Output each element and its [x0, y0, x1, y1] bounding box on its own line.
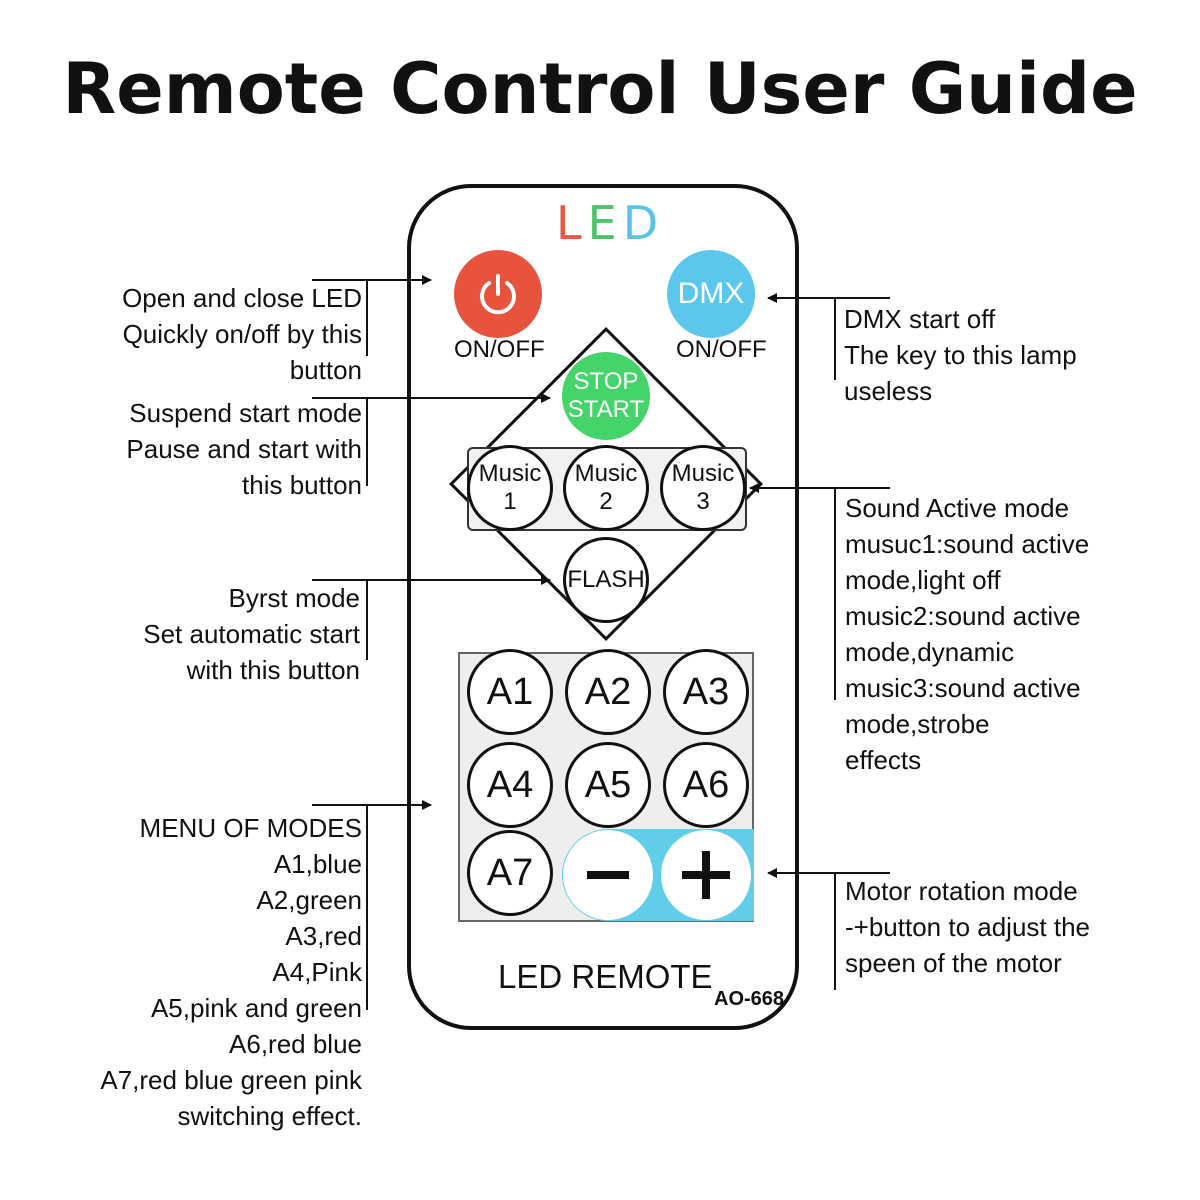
note-line: musuc1:sound active	[845, 529, 1090, 559]
note-line: A6,red blue	[229, 1029, 362, 1059]
mode-a3-button[interactable]: A3	[663, 649, 749, 735]
power-button[interactable]	[454, 250, 542, 338]
flash-button[interactable]: FLASH	[563, 537, 649, 623]
note-line: music3:sound active	[845, 673, 1081, 703]
stop-start-button[interactable]: STOP START	[562, 352, 650, 440]
logo-letter-e: E	[587, 196, 623, 250]
note-line: A7,red blue green pink	[100, 1065, 362, 1095]
note-line: A4,Pink	[272, 957, 362, 987]
mode-a5-button[interactable]: A5	[565, 742, 651, 828]
note-line: useless	[844, 376, 933, 406]
page-title: Remote Control User Guide	[62, 48, 1138, 130]
note-line: -+button to adjust the	[845, 912, 1091, 942]
stop-label: STOP	[573, 368, 639, 395]
note-line: Suspend start mode	[129, 398, 362, 428]
note-dmx: DMX start off The key to this lamp usele…	[844, 301, 1077, 409]
note-line: A3,red	[285, 921, 362, 951]
mode-a7-button[interactable]: A7	[467, 830, 553, 916]
music-1-button[interactable]: Music 1	[467, 445, 553, 531]
note-line: mode,dynamic	[845, 637, 1015, 667]
note-line: A1,blue	[273, 849, 362, 879]
logo-letter-d: D	[622, 196, 665, 250]
minus-button[interactable]	[563, 830, 653, 920]
note-menu-of-modes: MENU OF MODES A1,blue A2,green A3,red A4…	[100, 810, 362, 1134]
note-line: with this button	[186, 655, 360, 685]
plus-button[interactable]	[661, 830, 751, 920]
note-line: Quickly on/off by this	[122, 319, 362, 349]
note-stop-start: Suspend start mode Pause and start with …	[126, 395, 362, 503]
note-line: Sound Active mode	[845, 493, 1070, 523]
note-line: The key to this lamp	[844, 340, 1077, 370]
note-line: Pause and start with	[126, 434, 362, 464]
model-number: AO-668	[714, 988, 785, 1010]
plus-icon	[682, 851, 730, 899]
mode-a6-button[interactable]: A6	[663, 742, 749, 828]
dmx-button[interactable]: DMX	[667, 250, 755, 338]
music-2-label: Music	[574, 460, 638, 487]
mode-a2-button[interactable]: A2	[565, 649, 651, 735]
note-line: speen of the motor	[845, 948, 1062, 978]
note-line: button	[289, 355, 362, 385]
logo-letter-l: L	[556, 196, 588, 250]
note-sound-active: Sound Active mode musuc1:sound active mo…	[845, 490, 1089, 778]
note-line: A5,pink and green	[150, 993, 362, 1023]
note-line: DMX start off	[844, 304, 996, 334]
led-logo: LED	[556, 196, 664, 250]
note-line: Set automatic start	[143, 619, 360, 649]
note-line: mode,light off	[845, 565, 1001, 595]
note-line: music2:sound active	[845, 601, 1081, 631]
note-motor-rotation: Motor rotation mode -+button to adjust t…	[845, 873, 1090, 981]
note-line: Open and close LED	[122, 283, 362, 313]
note-power: Open and close LED Quickly on/off by thi…	[122, 280, 362, 388]
music-2-number: 2	[599, 488, 613, 515]
note-line: effects	[845, 745, 922, 775]
note-line: MENU OF MODES	[139, 813, 362, 843]
mode-a1-button[interactable]: A1	[467, 649, 553, 735]
music-1-number: 1	[503, 488, 517, 515]
note-line: Motor rotation mode	[845, 876, 1078, 906]
music-3-label: Music	[671, 460, 735, 487]
music-3-number: 3	[696, 488, 710, 515]
mode-a4-button[interactable]: A4	[467, 742, 553, 828]
music-2-button[interactable]: Music 2	[563, 445, 649, 531]
note-line: A2,green	[256, 885, 362, 915]
power-on-off-label: ON/OFF	[454, 336, 545, 363]
remote-name: LED REMOTE	[498, 958, 713, 995]
power-icon	[480, 274, 516, 315]
note-line: mode,strobe	[845, 709, 990, 739]
music-3-button[interactable]: Music 3	[660, 445, 746, 531]
note-line: this button	[242, 470, 362, 500]
minus-icon	[587, 871, 629, 879]
dmx-on-off-label: ON/OFF	[676, 336, 767, 363]
music-1-label: Music	[478, 460, 542, 487]
start-label: START	[567, 396, 645, 423]
note-flash: Byrst mode Set automatic start with this…	[143, 580, 360, 688]
note-line: switching effect.	[177, 1101, 362, 1131]
note-line: Byrst mode	[228, 583, 361, 613]
